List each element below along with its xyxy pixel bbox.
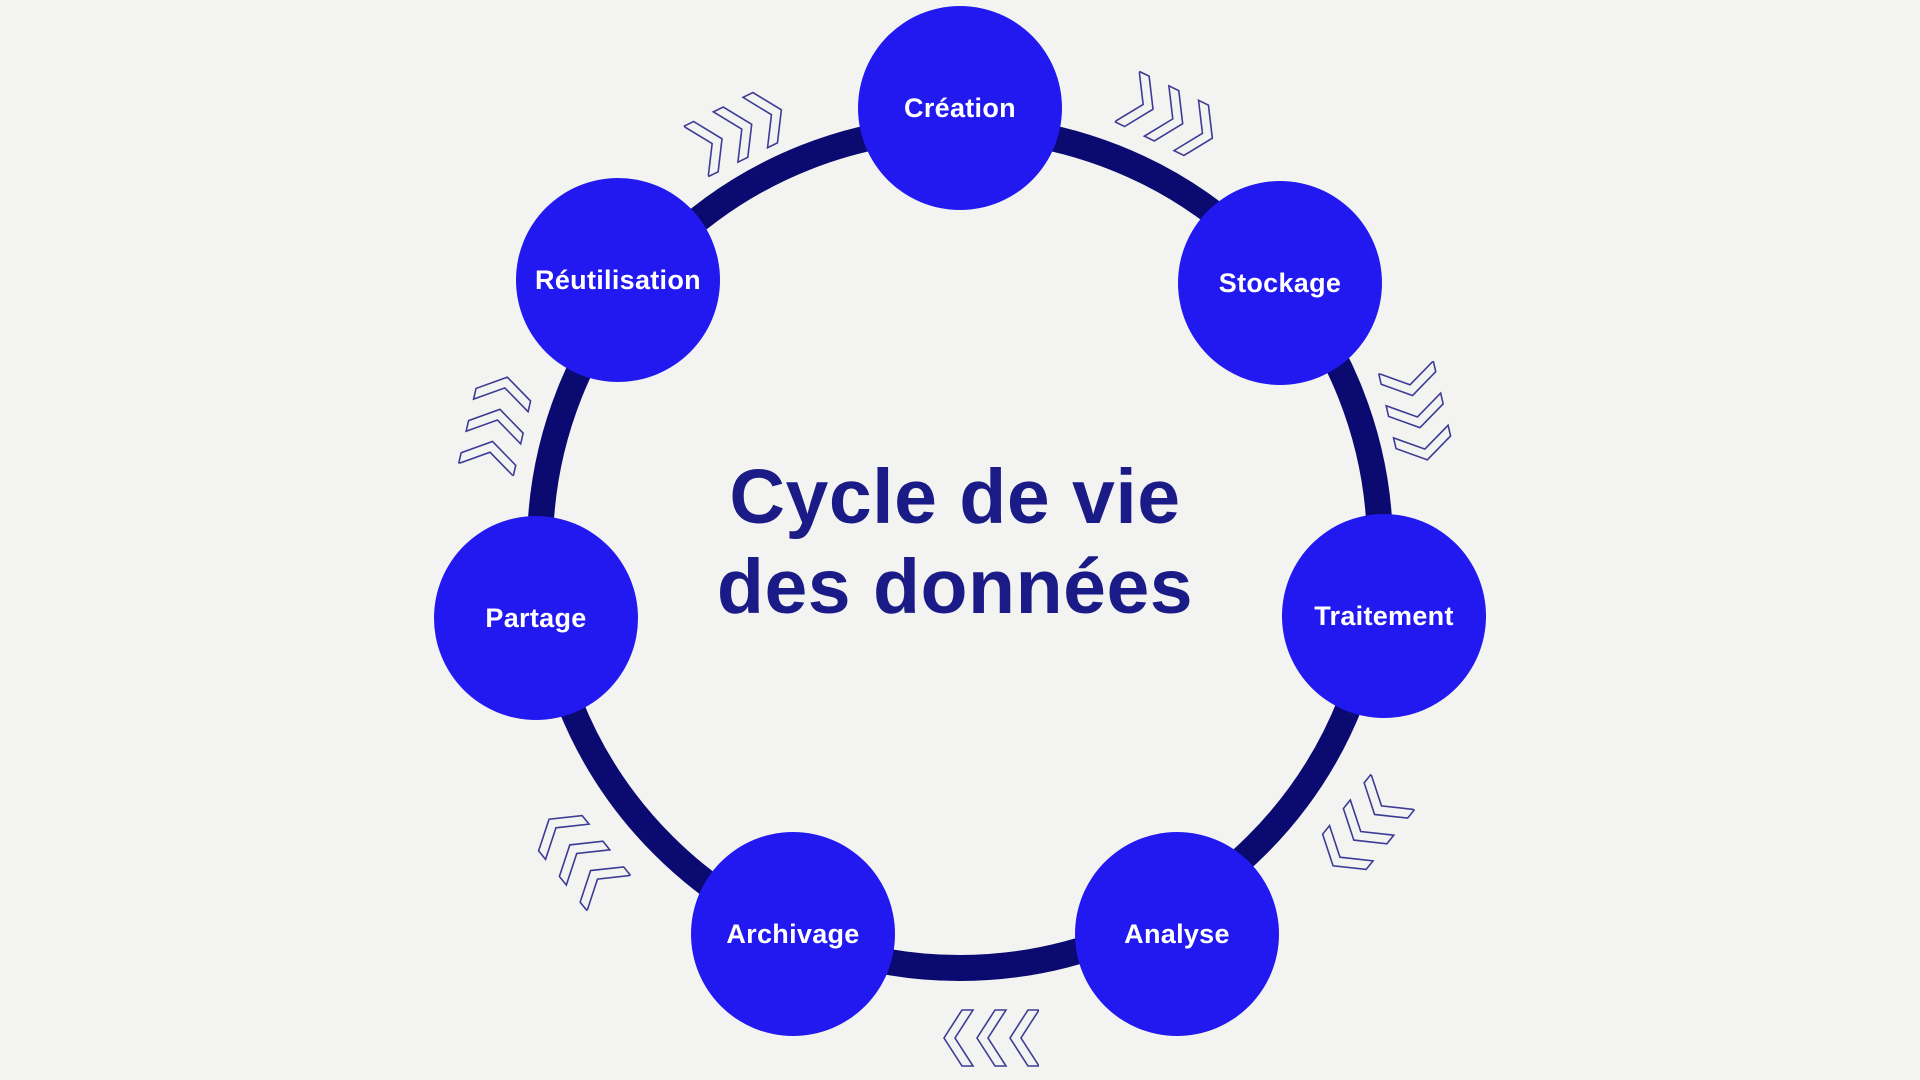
node-traitement: Traitement — [1282, 514, 1486, 718]
node-label-partage: Partage — [485, 602, 587, 633]
node-label-archivage: Archivage — [726, 918, 860, 949]
flow-arrow-reutilisation-to-creation — [682, 82, 797, 179]
node-stockage: Stockage — [1178, 181, 1382, 385]
node-analyse: Analyse — [1075, 832, 1279, 1036]
node-label-reutilisation: Réutilisation — [535, 264, 701, 295]
flow-arrow-partage-to-reutilisation — [457, 368, 537, 478]
node-label-analyse: Analyse — [1124, 918, 1230, 949]
node-creation: Création — [858, 6, 1062, 210]
flow-arrow-archivage-to-partage — [525, 799, 633, 913]
chevron-triple-icon — [1377, 359, 1452, 461]
node-label-traitement: Traitement — [1314, 600, 1454, 631]
node-reutilisation: Réutilisation — [516, 178, 720, 382]
diagram-title-line2: des données — [716, 544, 1194, 631]
chevron-triple-icon — [1113, 69, 1214, 157]
diagram-title: Cycle de vie des données — [605, 452, 1305, 632]
chevron-triple-icon — [682, 91, 783, 179]
node-archivage: Archivage — [691, 832, 895, 1036]
flow-arrow-creation-to-stockage — [1113, 69, 1228, 165]
node-label-stockage: Stockage — [1218, 267, 1342, 298]
diagram-title-line1: Cycle de vie — [729, 454, 1181, 540]
flow-arrow-stockage-to-traitement — [1377, 359, 1457, 470]
flow-arrow-analyse-to-archivage — [941, 1009, 1041, 1067]
node-label-creation: Création — [904, 92, 1016, 123]
chevron-triple-icon — [1321, 772, 1417, 871]
flow-arrow-traitement-to-analyse — [1309, 772, 1417, 887]
chevron-triple-icon — [537, 814, 633, 913]
chevron-triple-icon — [943, 1009, 1041, 1067]
chevron-triple-icon — [457, 376, 532, 478]
node-partage: Partage — [434, 516, 638, 720]
